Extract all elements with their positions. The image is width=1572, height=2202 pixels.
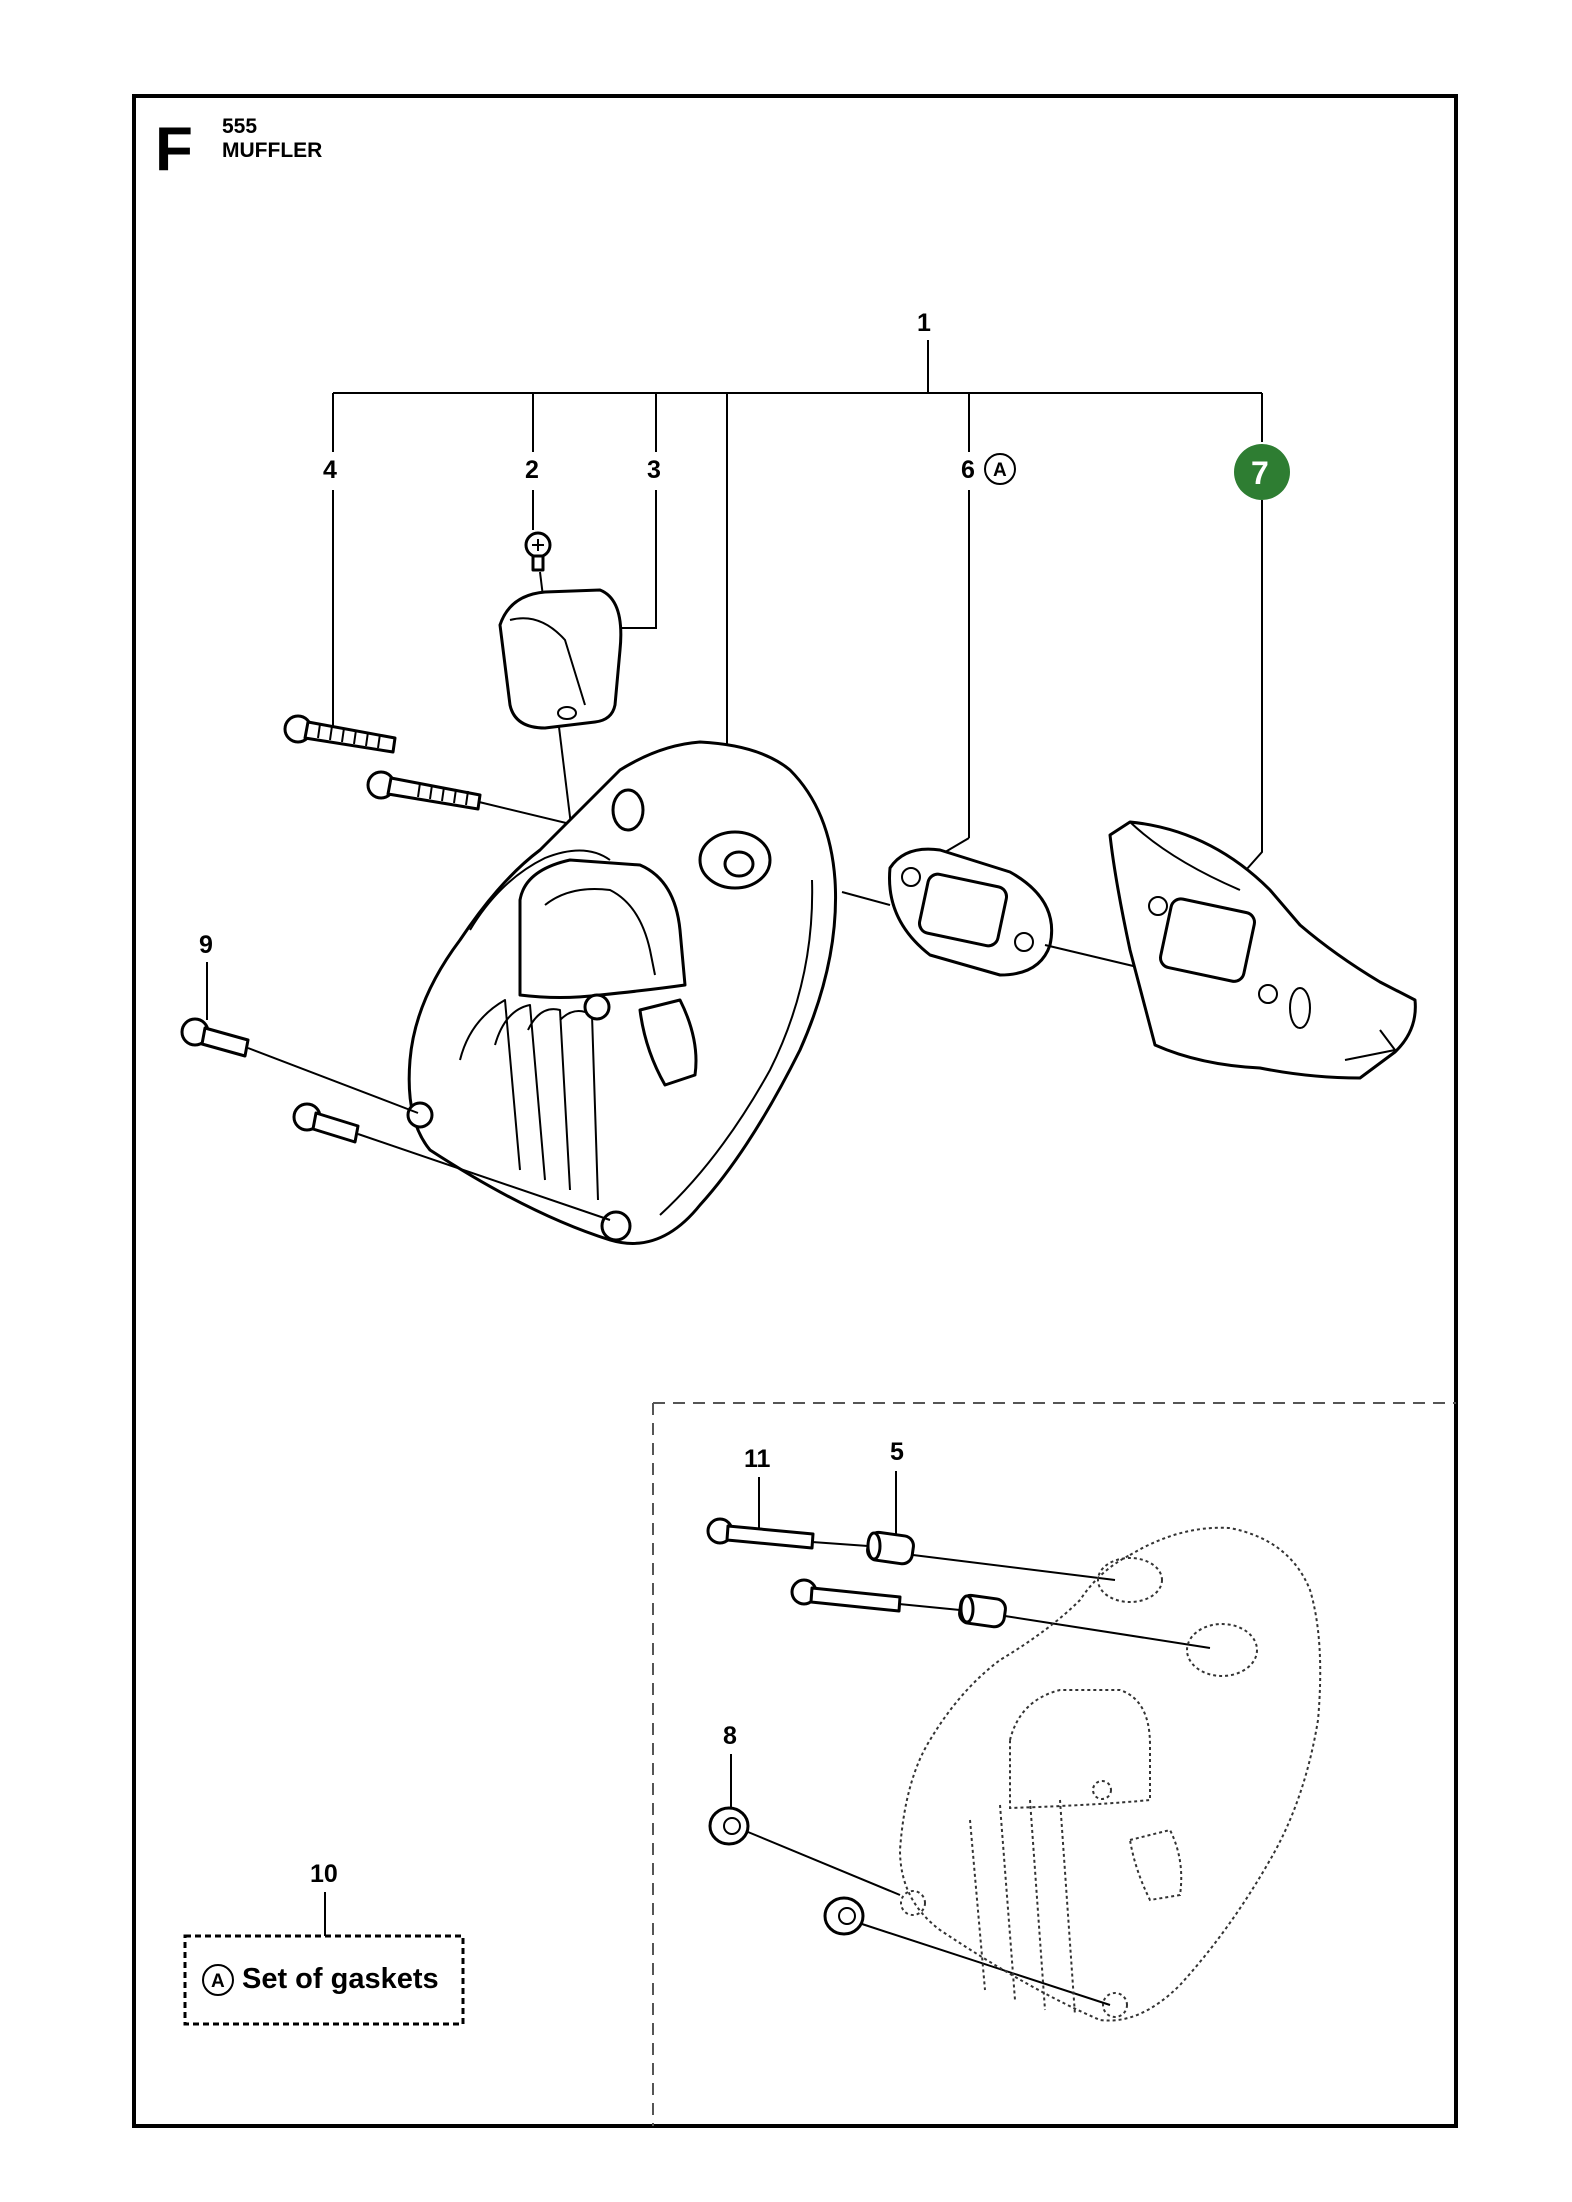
- spacer-5-upper: [866, 1530, 915, 1566]
- section-letter: F: [155, 115, 193, 184]
- washer-8-upper: [708, 1806, 750, 1846]
- screw-9-upper: [180, 1017, 250, 1058]
- callout-7: 7: [1251, 455, 1269, 491]
- callout-3: 3: [647, 456, 661, 484]
- screw-4-lower: [366, 770, 482, 811]
- callout-2: 2: [525, 456, 539, 484]
- muffler-body: [406, 740, 838, 1245]
- model-number: 555: [222, 115, 257, 138]
- legend-box: A Set of gaskets: [183, 1934, 465, 2026]
- callout-11: 11: [744, 1445, 771, 1473]
- spacer-5-lower: [958, 1593, 1007, 1629]
- screw-4-upper: [283, 714, 397, 754]
- inset-divider: [652, 1402, 1456, 2126]
- heat-shield-3: [498, 588, 623, 730]
- gasket-marker-icon: A: [984, 453, 1016, 485]
- screw-11-lower: [790, 1578, 902, 1613]
- screw-11-upper: [706, 1517, 815, 1550]
- callout-1: 1: [917, 309, 931, 337]
- screw-2: [524, 531, 552, 572]
- screw-9-lower: [292, 1102, 360, 1144]
- exhaust-deflector-7: [1108, 820, 1417, 1080]
- callout-10: 10: [310, 1860, 338, 1888]
- page-frame: [132, 94, 1458, 2128]
- callout-8: 8: [723, 1722, 737, 1750]
- callout-6: 6: [961, 456, 975, 484]
- callout-4: 4: [323, 456, 337, 484]
- svg-text:A: A: [993, 460, 1007, 481]
- legend-text: Set of gaskets: [242, 1963, 439, 1995]
- callout-5: 5: [890, 1438, 904, 1466]
- section-title: MUFFLER: [222, 139, 322, 162]
- svg-text:A: A: [211, 1971, 225, 1992]
- muffler-outline-inset: [898, 1526, 1322, 2022]
- legend-marker-icon: A: [202, 1964, 234, 1996]
- callout-9: 9: [199, 931, 213, 959]
- bracket-lines: [332, 340, 1263, 758]
- gasket-6: [888, 847, 1054, 977]
- new-part-badge: 7: [1234, 444, 1290, 500]
- washer-8-lower: [823, 1896, 865, 1936]
